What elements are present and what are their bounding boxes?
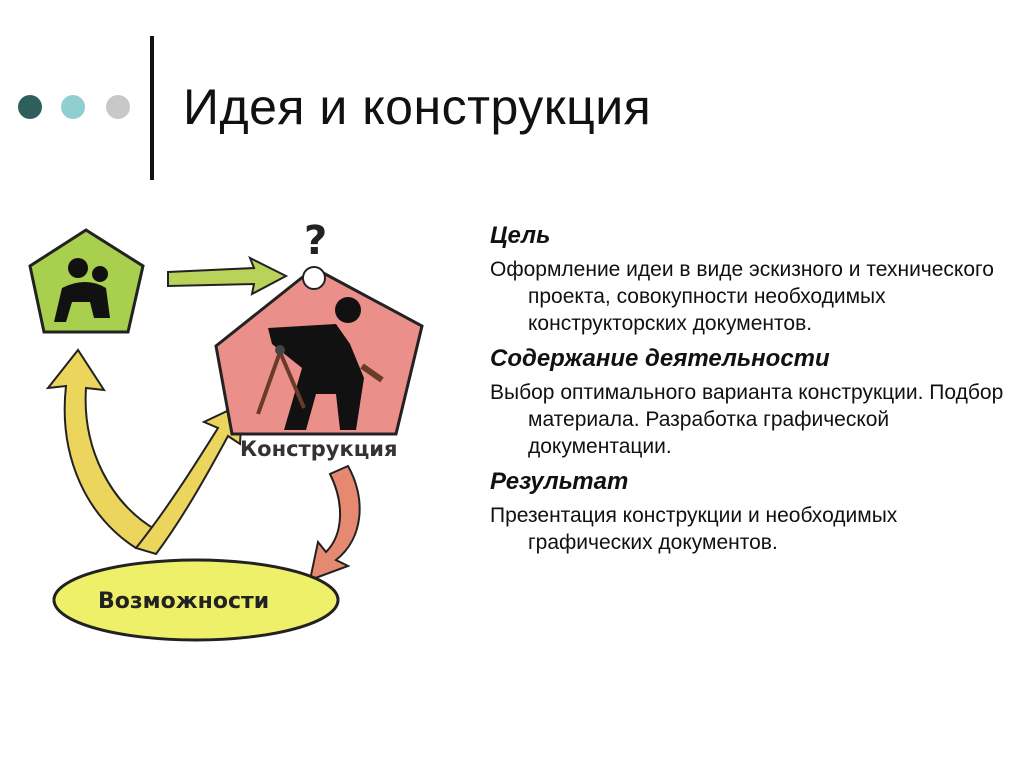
possibilities-label: Возможности bbox=[98, 589, 269, 614]
dot-light-teal bbox=[61, 95, 85, 119]
activity-heading: Содержание деятельности bbox=[490, 345, 830, 372]
arrow-construction-to-possibilities bbox=[308, 464, 361, 582]
worker-with-compass-icon bbox=[256, 297, 384, 430]
question-mark: ? bbox=[304, 218, 327, 264]
construction-label: Конструкция bbox=[240, 437, 397, 461]
slide-title: Идея и конструкция bbox=[183, 79, 652, 135]
arrow-to-construction bbox=[134, 402, 244, 556]
result-heading: Результат bbox=[490, 468, 629, 495]
idea-construction-diagram: ? Конструкция Возможности bbox=[28, 218, 424, 642]
content-panel: Цель Оформление идеи в виде эскизного и … bbox=[490, 222, 1010, 564]
arrow-to-idea bbox=[45, 348, 158, 550]
activity-text: Выбор оптимального варианта конструкции.… bbox=[490, 381, 1004, 458]
title-divider bbox=[150, 36, 154, 180]
goal-heading: Цель bbox=[490, 222, 551, 249]
idea-pentagon bbox=[28, 228, 145, 334]
thinker-figure-icon bbox=[54, 258, 110, 322]
arrow-idea-to-construction bbox=[167, 255, 289, 296]
dot-grey bbox=[106, 95, 130, 119]
decorative-dots bbox=[18, 95, 138, 119]
goal-text: Оформление идеи в виде эскизного и техни… bbox=[490, 258, 994, 335]
possibilities-oval bbox=[52, 558, 340, 642]
dot-dark-teal bbox=[18, 95, 42, 119]
result-text: Презентация конструкции и необходимых гр… bbox=[490, 504, 898, 554]
